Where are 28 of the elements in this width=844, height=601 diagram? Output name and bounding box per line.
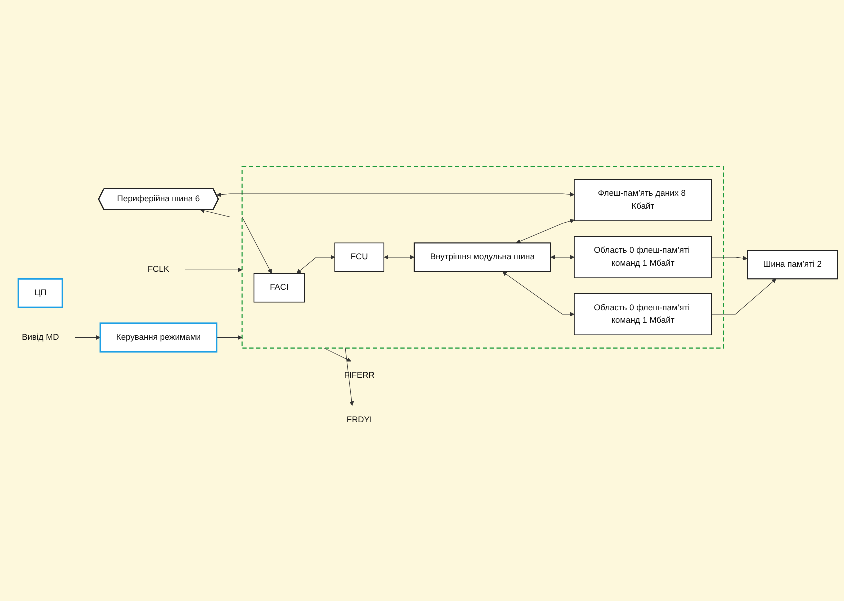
arrow	[74, 335, 101, 340]
node-box: Внутрішня модульна шина	[414, 242, 552, 272]
node-text: Вивід MD	[22, 332, 60, 342]
arrow	[216, 335, 243, 340]
arrow	[502, 272, 575, 317]
node-text: FRDYI	[346, 415, 372, 424]
arrow	[712, 256, 748, 261]
node-box: FCU	[334, 242, 385, 272]
arrow	[516, 219, 575, 244]
arrow	[384, 255, 415, 260]
node-box: FACI	[254, 273, 306, 303]
arrow	[216, 192, 575, 198]
node-box: ЦП	[18, 278, 64, 308]
arrow	[200, 208, 272, 274]
node-text: FCLK	[148, 265, 170, 274]
node-box: Область 0 флеш-пам’яті команд 1 Мбайт	[574, 236, 712, 278]
node-text: FIFERR	[344, 371, 375, 380]
arrow	[712, 278, 776, 315]
node-box: Флеш-пам’ять даних 8 Кбайт	[574, 179, 712, 222]
node-box: Шина пам’яті 2	[747, 250, 838, 280]
arrow	[296, 255, 336, 274]
arrow	[324, 348, 352, 362]
cluster	[242, 166, 724, 349]
arrow	[185, 268, 243, 272]
node-box: Область 0 флеш-пам’яті команд 1 Мбайт	[574, 294, 712, 336]
node-box: Керування режимами	[100, 322, 218, 353]
arrow	[345, 348, 354, 406]
arrow	[550, 255, 575, 260]
